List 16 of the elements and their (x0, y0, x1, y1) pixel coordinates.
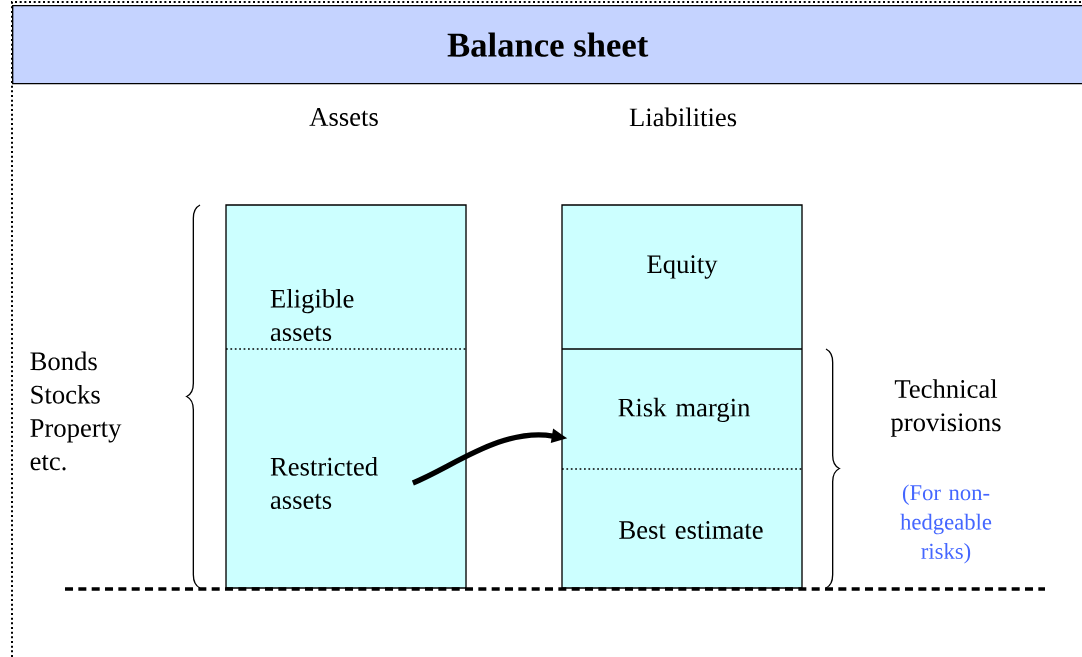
node-label: Equity (647, 255, 718, 279)
note-text: (For non-hedgeable risks) (900, 484, 992, 564)
balance-sheet-box: Restricted assets (226, 349, 466, 588)
asset-list: Bonds Stocks Property etc. (30, 351, 122, 471)
node-label: Eligible assets (270, 288, 354, 342)
bracket-label: Technical provisions (890, 379, 1001, 437)
node-label: Risk margin (618, 397, 751, 423)
column-heading: Liabilities (629, 107, 737, 127)
column-heading: Assets (309, 108, 378, 126)
balance-sheet-box: Risk margin (562, 349, 802, 469)
title-banner: Balance sheet (12, 5, 1082, 85)
node-label: Best estimate (619, 521, 763, 539)
balance-sheet-box: Best estimate (562, 469, 802, 588)
node-label: Restricted assets (270, 456, 378, 510)
balance-sheet-box: Eligible assets (226, 205, 466, 349)
balance-sheet-box: Equity (562, 205, 802, 349)
